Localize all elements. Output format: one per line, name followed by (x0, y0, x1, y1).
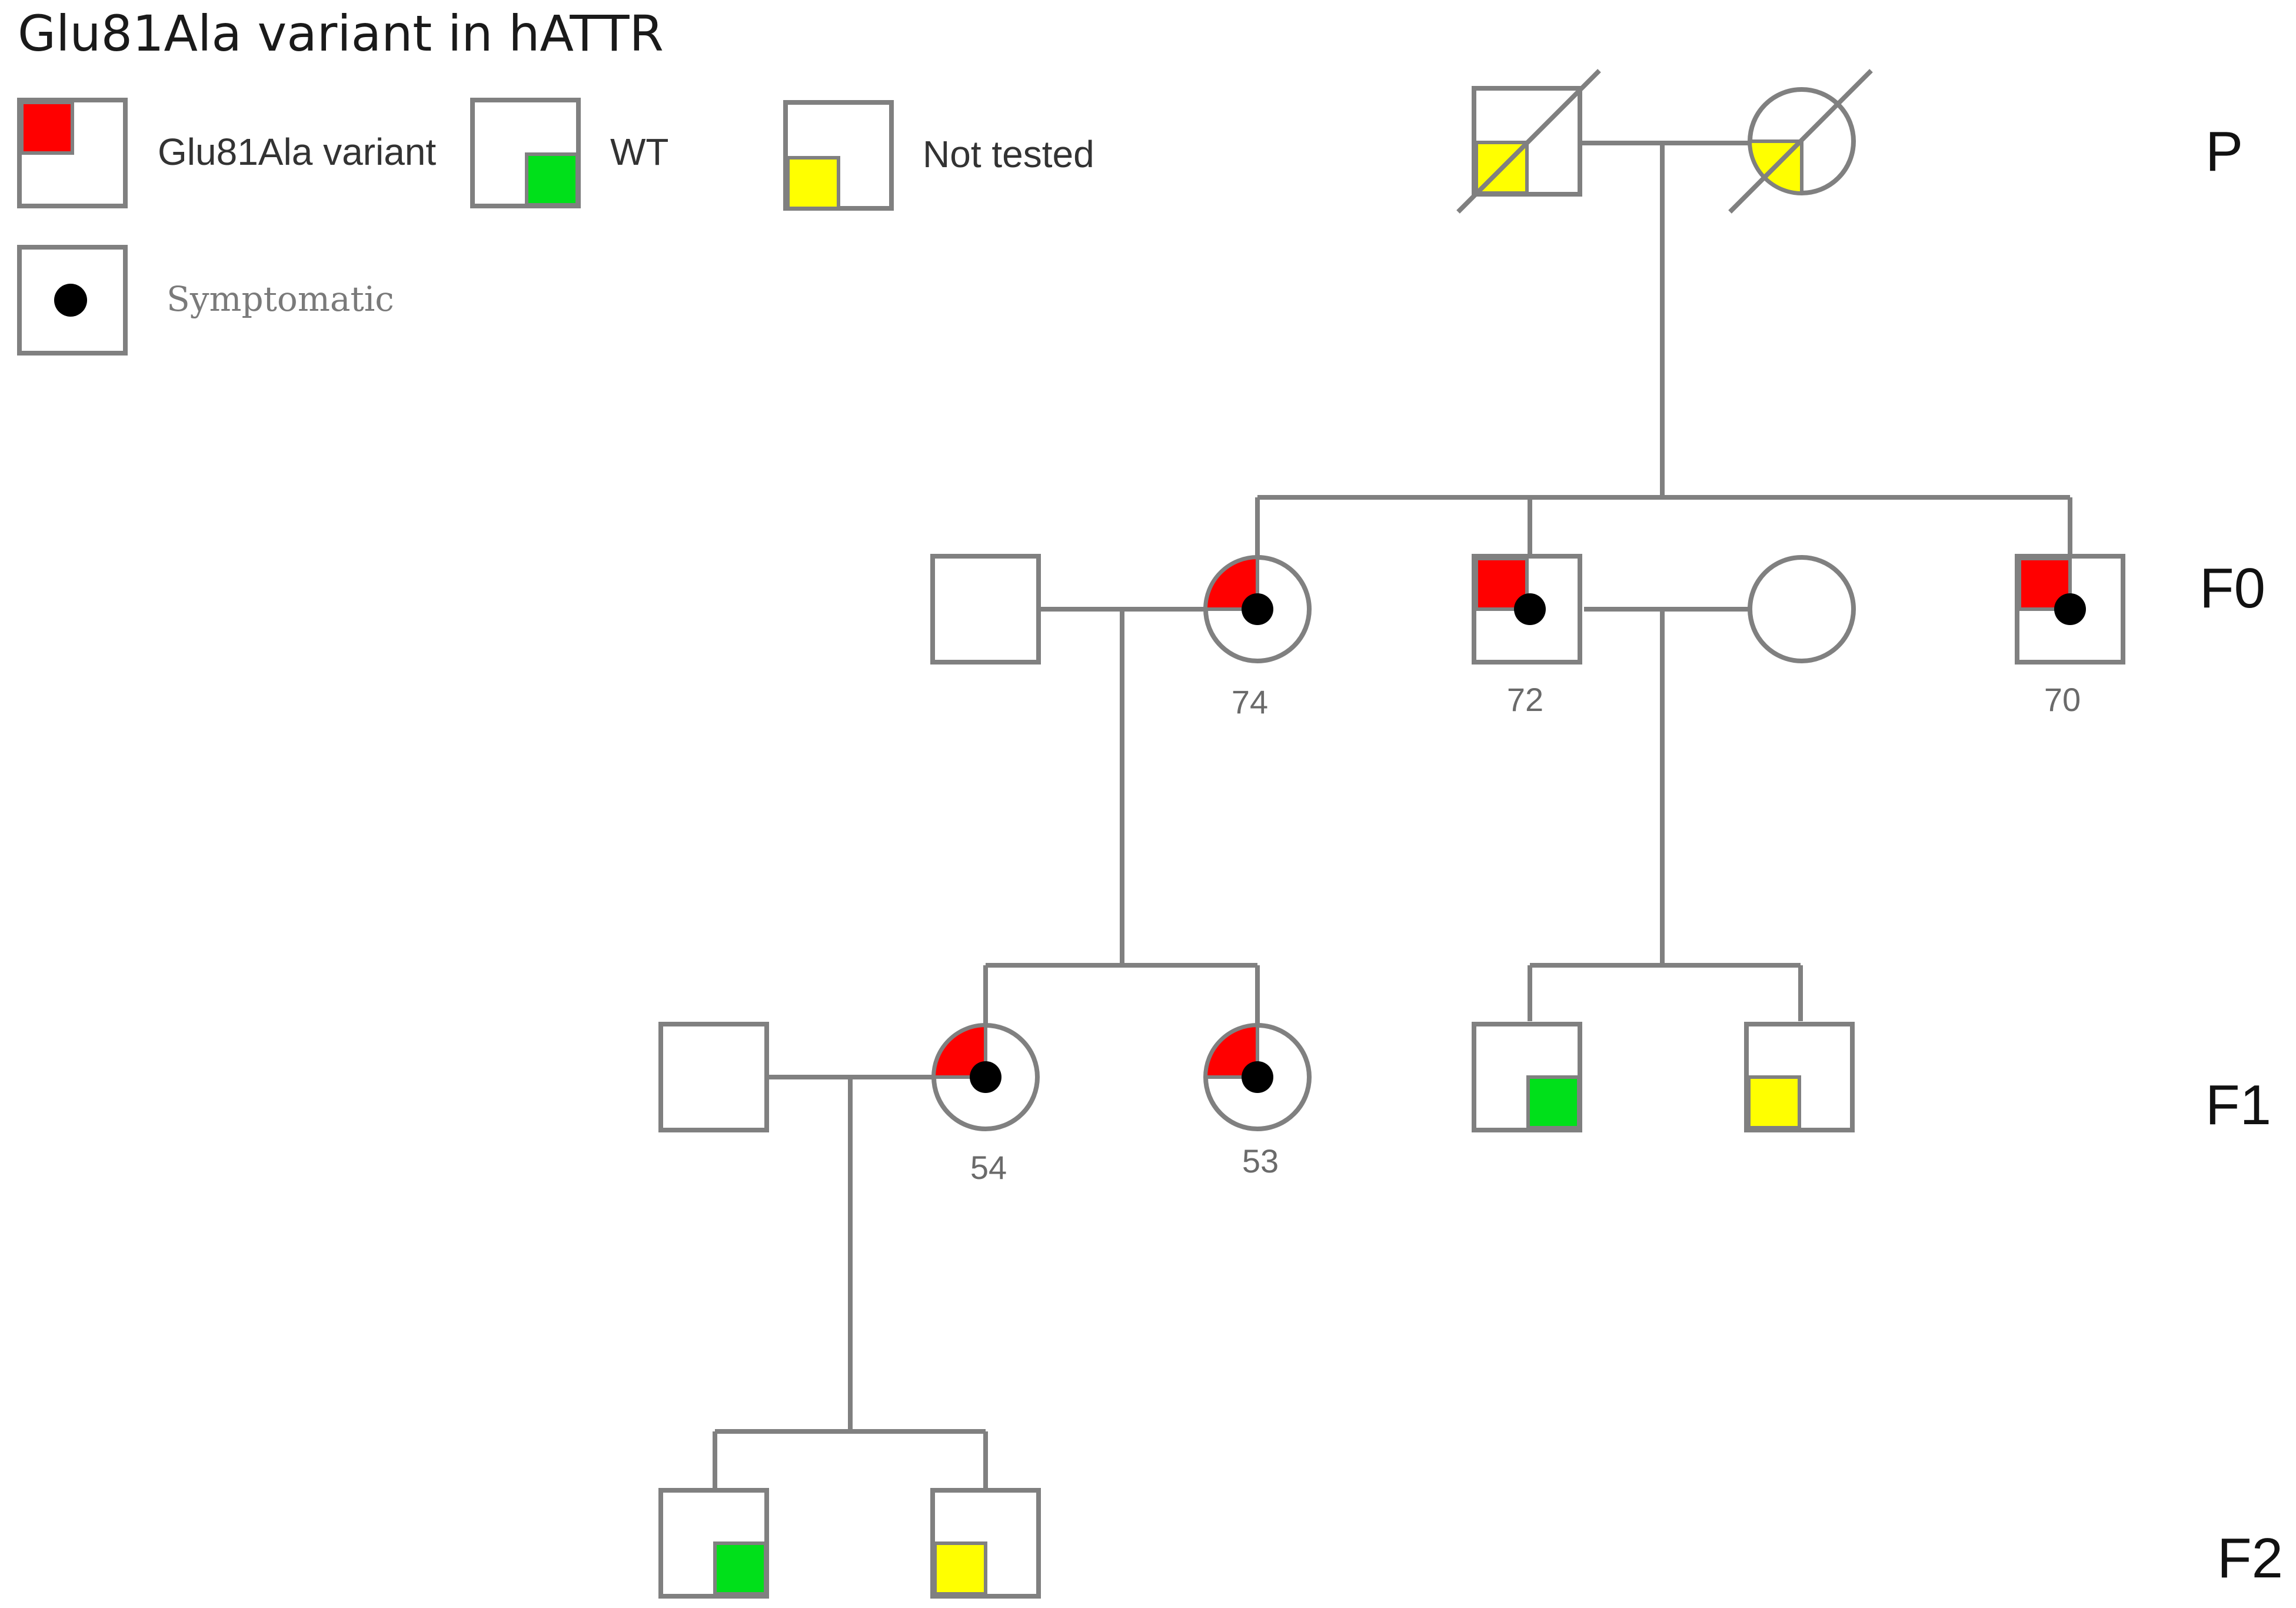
genotype-swatch (931, 1023, 987, 1079)
individual-f0-son-2 (2015, 554, 2125, 665)
generation-label-f1: F1 (2205, 1074, 2271, 1137)
generation-label-f2: F2 (2217, 1527, 2283, 1590)
legend-variant-swatch (20, 101, 74, 155)
legend-symptomatic-symbol (17, 245, 128, 356)
deceased-slash (1456, 69, 1601, 214)
legend-variant-label: Glu81Ala variant (158, 131, 436, 173)
pedigree-lines (713, 141, 2072, 1489)
legend-wt-swatch (525, 152, 579, 207)
legend-wt-label: WT (610, 131, 669, 173)
individual-f1-spouse-male (658, 1022, 769, 1132)
genotype-swatch (1526, 1075, 1580, 1129)
genotype-swatch (933, 1541, 987, 1596)
legend-not-tested-label: Not tested (923, 133, 1094, 175)
individual-f0-spouse-female (1748, 555, 1856, 663)
symptomatic-dot (970, 1061, 1001, 1093)
genotype-swatch (713, 1541, 767, 1596)
symptomatic-dot (2054, 593, 2086, 625)
generation-label-f0: F0 (2199, 557, 2265, 620)
generation-label-p: P (2205, 120, 2243, 183)
symptomatic-dot (1242, 593, 1273, 625)
symptomatic-dot (1242, 1061, 1273, 1093)
individual-f0-daughter (1203, 555, 1312, 663)
individual-f1-son-2 (1744, 1022, 1855, 1132)
legend-not-tested-swatch (786, 156, 840, 210)
symptomatic-dot (1514, 593, 1546, 625)
legend-wt-symbol (470, 98, 581, 208)
age-label: 74 (1232, 683, 1268, 720)
individual-f0-son-1 (1472, 554, 1582, 665)
legend: Glu81Ala variant WT Not tested Symptomat… (17, 98, 1094, 356)
genotype-swatch (1203, 1023, 1259, 1079)
legend-symptomatic-dot (54, 284, 87, 317)
individual-p-mother (1728, 69, 1873, 214)
individual-f1-daughter-1 (931, 1023, 1040, 1131)
individual-f2-son-2 (930, 1488, 1041, 1599)
legend-variant-symbol (17, 98, 128, 208)
age-label: 70 (2044, 681, 2081, 718)
legend-symptomatic-label: Symptomatic (167, 279, 394, 319)
age-label: 72 (1507, 681, 1543, 718)
individual-p-father (1456, 69, 1601, 214)
age-label: 53 (1242, 1142, 1279, 1180)
genotype-swatch (1203, 555, 1259, 611)
individual-f1-daughter-2 (1203, 1023, 1312, 1131)
pedigree-title: Glu81Ala variant in hATTR (18, 5, 664, 62)
individual-f0-spouse-male (930, 554, 1041, 665)
deceased-slash (1728, 69, 1873, 214)
age-label: 54 (970, 1149, 1007, 1186)
individual-f1-son-1 (1472, 1022, 1582, 1132)
individual-f2-son-1 (658, 1488, 769, 1599)
legend-not-tested-symbol (783, 100, 894, 211)
genotype-swatch (1747, 1075, 1801, 1129)
